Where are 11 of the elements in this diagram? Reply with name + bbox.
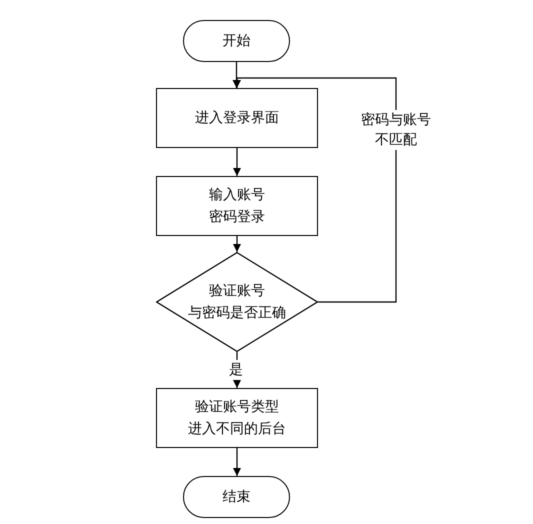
edge-label: 是 bbox=[227, 360, 245, 380]
decision-diamond: 验证账号与密码是否正确 bbox=[156, 252, 318, 352]
arrow bbox=[233, 148, 241, 176]
arrow bbox=[233, 236, 241, 252]
terminal-shape: 结束 bbox=[183, 476, 290, 518]
edge-label: 密码与账号不匹配 bbox=[360, 110, 432, 150]
arrow bbox=[233, 448, 241, 476]
process-box: 输入账号密码登录 bbox=[156, 176, 318, 236]
process-box: 验证账号类型进入不同的后台 bbox=[156, 388, 318, 448]
terminal-shape: 开始 bbox=[183, 20, 290, 62]
process-box: 进入登录界面 bbox=[156, 88, 318, 148]
